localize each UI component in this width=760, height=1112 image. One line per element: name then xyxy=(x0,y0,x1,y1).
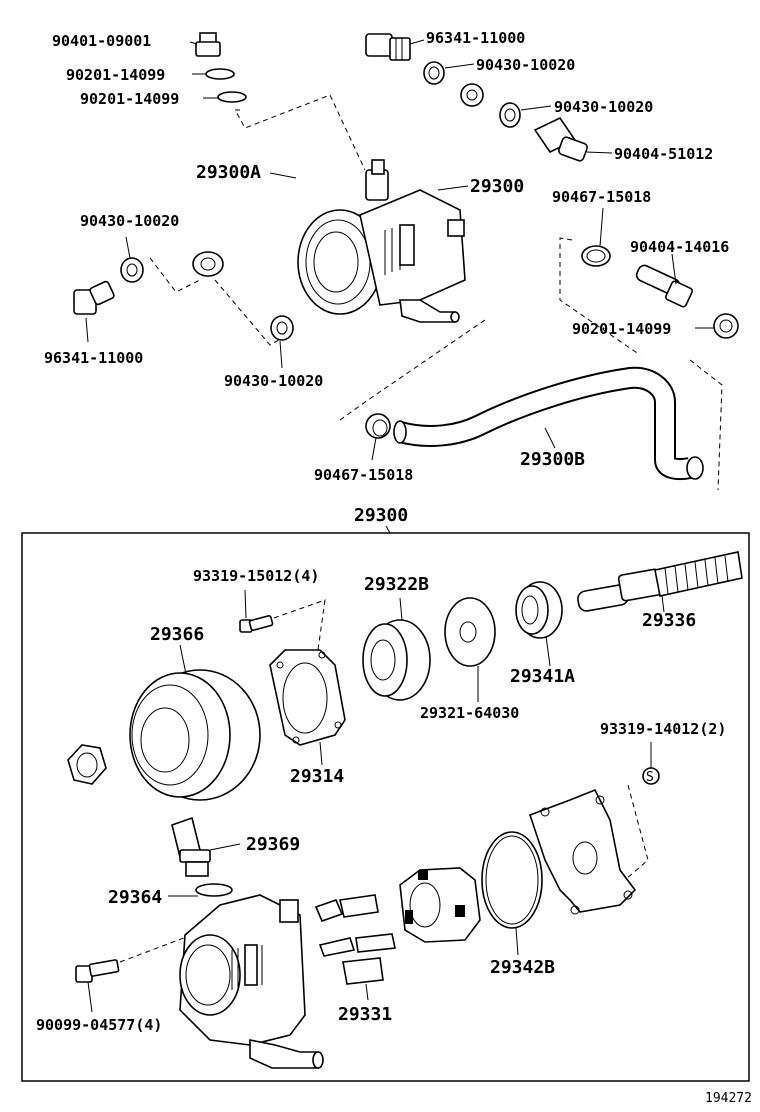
label-o-ring: 29342B xyxy=(490,957,555,978)
label-screw: 93319-14012(2) xyxy=(600,720,726,738)
label-hose-29300a: 29300A xyxy=(196,162,261,183)
union-bolt xyxy=(365,33,425,61)
label-washer: 90430-10020 xyxy=(80,212,179,230)
label-hose-clamp: 90467-15018 xyxy=(314,466,413,484)
label-bearing: 29322B xyxy=(364,574,429,595)
screw xyxy=(239,589,274,633)
drive-shaft xyxy=(577,551,743,613)
label-gasket: 90201-14099 xyxy=(80,90,179,108)
oil-seal xyxy=(515,581,563,667)
label-bolt: 90099-04577(4) xyxy=(36,1016,162,1034)
bearing xyxy=(362,597,431,701)
label-fitting: 90404-14016 xyxy=(630,238,729,256)
o-ring-sensor xyxy=(195,883,233,897)
vanes xyxy=(314,894,396,1001)
label-drive-shaft: 29336 xyxy=(642,610,696,631)
cover-plate xyxy=(528,788,637,915)
top-assembly xyxy=(73,32,739,491)
label-washer: 90430-10020 xyxy=(224,372,323,390)
sensor xyxy=(171,816,241,877)
gasket xyxy=(217,91,247,103)
label-drain-plug: 90401-09001 xyxy=(52,32,151,50)
union-fitting-90404-14016 xyxy=(635,253,694,308)
o-ring xyxy=(481,831,543,956)
label-union-bolt: 96341-11000 xyxy=(426,29,525,47)
vacuum-pump-29300 xyxy=(297,159,469,323)
label-oil-seal: 29341A xyxy=(510,666,575,687)
diagram-number: 194272 xyxy=(705,1091,752,1106)
rotor xyxy=(399,867,481,943)
pulley xyxy=(129,644,261,801)
union-fitting xyxy=(533,116,613,162)
washer xyxy=(270,315,294,341)
label-hose-29300b: 29300B xyxy=(520,449,585,470)
screw-marker: S xyxy=(642,742,660,785)
label-washer: 90430-10020 xyxy=(476,56,575,74)
bearing-retainer xyxy=(269,649,346,766)
label-pulley: 29366 xyxy=(150,624,204,645)
seal-plate xyxy=(444,597,496,702)
label-washer: 90430-10020 xyxy=(554,98,653,116)
label-fitting: 90404-51012 xyxy=(614,145,713,163)
label-bearing-retainer: 29314 xyxy=(290,766,344,787)
circled-s-symbol: S xyxy=(646,770,654,785)
label-union-bolt: 96341-11000 xyxy=(44,349,143,367)
label-o-ring-sensor: 29364 xyxy=(108,887,162,908)
pump-housing xyxy=(179,894,324,1069)
bolt xyxy=(75,959,120,1013)
label-seal-plate: 29321-64030 xyxy=(420,704,519,722)
label-screw: 93319-15012(4) xyxy=(193,567,319,585)
label-gasket: 90201-14099 xyxy=(572,320,671,338)
label-gasket: 90201-14099 xyxy=(66,66,165,84)
label-hose-clamp: 90467-15018 xyxy=(552,188,651,206)
hose-clamp-lower xyxy=(365,413,391,461)
label-vanes: 29331 xyxy=(338,1004,392,1025)
label-sensor: 29369 xyxy=(246,834,300,855)
label-assembly-29300: 29300 xyxy=(354,505,408,526)
hose-29300a xyxy=(192,83,484,277)
gasket xyxy=(713,313,739,339)
nut xyxy=(67,744,107,785)
gasket xyxy=(205,68,235,80)
drain-plug xyxy=(189,32,221,57)
exploded-view-frame xyxy=(21,532,750,1082)
union-bolt-left xyxy=(73,280,115,343)
washer xyxy=(499,102,521,128)
label-pump-29300: 29300 xyxy=(470,176,524,197)
washer xyxy=(120,257,144,283)
hose-29300b xyxy=(393,366,704,480)
lower-exploded-view: S xyxy=(67,551,743,1069)
hose-clamp xyxy=(581,207,611,267)
washer xyxy=(423,61,445,85)
